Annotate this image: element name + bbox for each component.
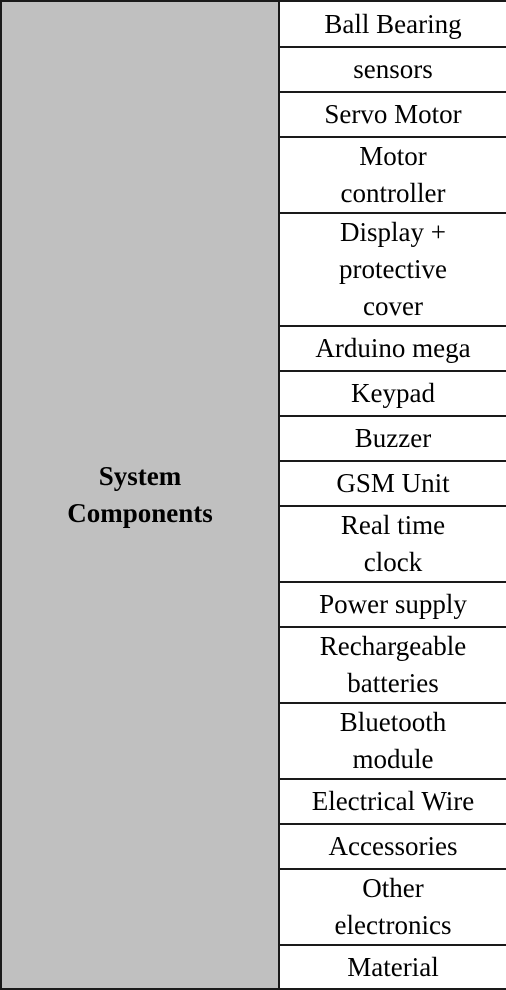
component-cell: Bluetooth module (278, 702, 506, 780)
table-row: sensors (1, 46, 506, 93)
component-cell: Other electronics (278, 868, 506, 946)
component-cell: Display + protective cover (278, 212, 506, 327)
component-label: Keypad (351, 378, 435, 408)
component-label: Display + protective cover (339, 217, 447, 321)
component-label: Material (347, 951, 439, 982)
component-cell: Electrical Wire (278, 778, 506, 825)
component-cell: Arduino mega (278, 325, 506, 372)
component-label: Ball Bearing (324, 8, 462, 39)
component-label: Electrical Wire (311, 786, 475, 816)
table-row: Display + protective cover (1, 212, 506, 327)
table-row: Electrical Wire (1, 778, 506, 825)
component-label: Rechargeable batteries (319, 631, 467, 698)
component-cell: Servo Motor (278, 91, 506, 138)
component-cell: Motor controller (278, 136, 506, 214)
component-label: Power supply (319, 589, 467, 619)
component-label: Buzzer (354, 423, 432, 453)
table-row: Other electronics (1, 868, 506, 946)
component-cell: Rechargeable batteries (278, 626, 506, 704)
component-label: Real time clock (340, 510, 446, 577)
component-cell: GSM Unit (278, 460, 506, 507)
table-row: Bluetooth module (1, 702, 506, 780)
component-cell: Accessories (278, 823, 506, 870)
table-row: Servo Motor (1, 91, 506, 138)
component-label: Accessories (328, 831, 458, 861)
component-label: Servo Motor (324, 99, 462, 129)
component-cell: Material (278, 944, 506, 990)
table-row: Rechargeable batteries (1, 626, 506, 704)
component-cell: Buzzer (278, 415, 506, 462)
component-label: Arduino mega (315, 333, 471, 363)
table-row: Power supply (1, 581, 506, 628)
system-components-header-cell: System Components (0, 0, 280, 990)
table-row: Motor controller (1, 136, 506, 214)
component-label: Motor controller (340, 141, 446, 208)
table-row: GSM Unit (1, 460, 506, 507)
table-row: Accessories (1, 823, 506, 870)
component-cell: sensors (278, 46, 506, 93)
component-cell: Ball Bearing (278, 0, 506, 48)
component-label: Bluetooth module (339, 707, 447, 774)
component-label: Other electronics (334, 873, 452, 940)
component-cell: Real time clock (278, 505, 506, 583)
system-components-header: System Components (67, 461, 213, 528)
table-row: Real time clock (1, 505, 506, 583)
component-cell: Power supply (278, 581, 506, 628)
table-row: Arduino mega (1, 325, 506, 372)
component-label: GSM Unit (336, 468, 450, 498)
table-row: Material (1, 944, 506, 990)
component-cell: Keypad (278, 370, 506, 417)
table-row: Keypad (1, 370, 506, 417)
component-label: sensors (353, 54, 433, 84)
